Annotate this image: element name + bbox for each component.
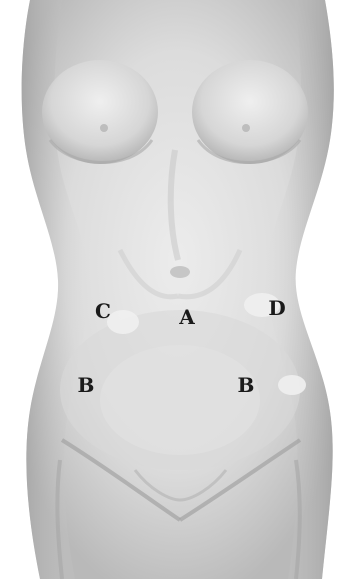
region-label-a: A (179, 307, 195, 327)
region-label-b-right: B (238, 375, 255, 395)
navel (170, 266, 190, 278)
region-label-b-left: B (78, 375, 95, 395)
region-label-d: D (268, 298, 285, 318)
region-label-c: C (95, 301, 111, 321)
